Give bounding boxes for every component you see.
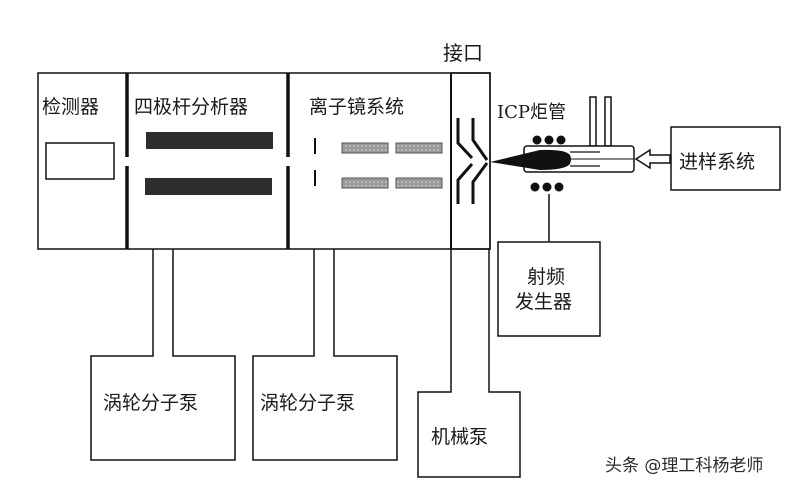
turbo-pump-2-pipe <box>252 249 398 461</box>
sample-intro-box <box>670 126 781 191</box>
sampler-cone-top <box>471 118 489 161</box>
watermark: 头条 @理工科杨老师 <box>605 456 763 476</box>
interface-label: 接口 <box>443 41 483 65</box>
interface-housing <box>450 72 491 250</box>
turbo-pump-2-label: 涡轮分子泵 <box>260 392 355 414</box>
quadrupole-rod-top <box>146 132 273 149</box>
rf-coil-bottom <box>530 182 564 192</box>
ion-lens-plate <box>341 177 389 189</box>
rf-generator-box <box>497 241 601 337</box>
skimmer-cone-bottom <box>456 163 474 204</box>
rf-generator-label-2: 发生器 <box>515 291 572 313</box>
torch-label: ICP炬管 <box>497 102 566 123</box>
detector-element <box>45 142 115 180</box>
ion-lens-label: 离子镜系统 <box>309 96 404 118</box>
skimmer-cone-top <box>456 118 474 160</box>
sample-intro-label: 进样系统 <box>679 151 755 173</box>
turbo-pump-1-label: 涡轮分子泵 <box>103 392 198 414</box>
rf-generator-label-1: 射频 <box>527 266 565 288</box>
sampler-cone-bottom <box>471 162 489 204</box>
quadrupole-label: 四极杆分析器 <box>134 96 248 118</box>
sample-flow-arrow <box>634 148 671 170</box>
rf-coil-top <box>532 135 566 145</box>
turbo-pump-1-pipe <box>90 249 236 461</box>
icp-torch <box>490 96 635 173</box>
quadrupole-rod-bottom <box>145 178 272 195</box>
mechanical-pump-pipe <box>417 249 521 478</box>
ion-lens-plate <box>341 142 389 154</box>
detector-label: 检测器 <box>42 96 99 118</box>
mechanical-pump-label: 机械泵 <box>431 426 488 448</box>
plasma-flame <box>490 149 571 170</box>
ion-lens-plate <box>395 142 443 154</box>
ion-lens-plate <box>395 177 443 189</box>
